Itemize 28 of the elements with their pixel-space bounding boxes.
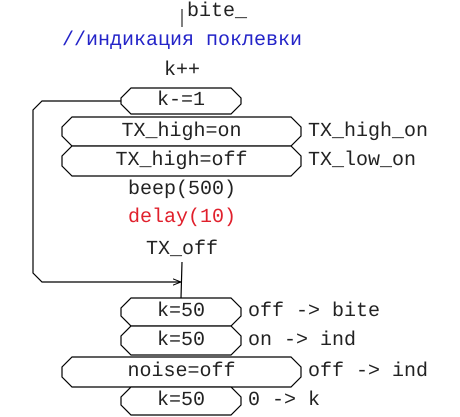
action-text: TX_high=on xyxy=(121,122,242,142)
connector-line xyxy=(180,262,183,298)
action-text: TX_high=off xyxy=(115,151,248,171)
action-box xyxy=(62,357,301,387)
loop-arrow xyxy=(32,100,182,286)
action-box xyxy=(62,146,301,176)
action-box xyxy=(121,326,241,355)
state-label: on -> ind xyxy=(248,330,356,350)
action-text: delay(10) xyxy=(128,208,236,228)
action-box xyxy=(121,88,241,114)
action-box xyxy=(121,387,241,415)
state-label: 0 -> k xyxy=(248,391,320,411)
action-box xyxy=(62,117,301,146)
state-label: TX_high_on xyxy=(308,122,428,142)
action-text: k=50 xyxy=(156,391,205,411)
action-box xyxy=(121,298,241,326)
state-label: TX_low_on xyxy=(308,151,416,171)
action-text: k=50 xyxy=(156,330,205,350)
action-text: k-=1 xyxy=(156,91,205,111)
action-text: beep(500) xyxy=(128,180,236,200)
state-label: off -> bite xyxy=(248,302,380,322)
action-text: k++ xyxy=(164,61,200,81)
code-comment: //индикация поклевки xyxy=(62,31,302,51)
action-text: TX_off xyxy=(132,236,232,262)
state-label: off -> ind xyxy=(308,362,428,382)
action-text: k=50 xyxy=(156,302,205,322)
diagram-title: bite_ xyxy=(187,2,248,22)
action-text: noise=off xyxy=(127,362,236,382)
